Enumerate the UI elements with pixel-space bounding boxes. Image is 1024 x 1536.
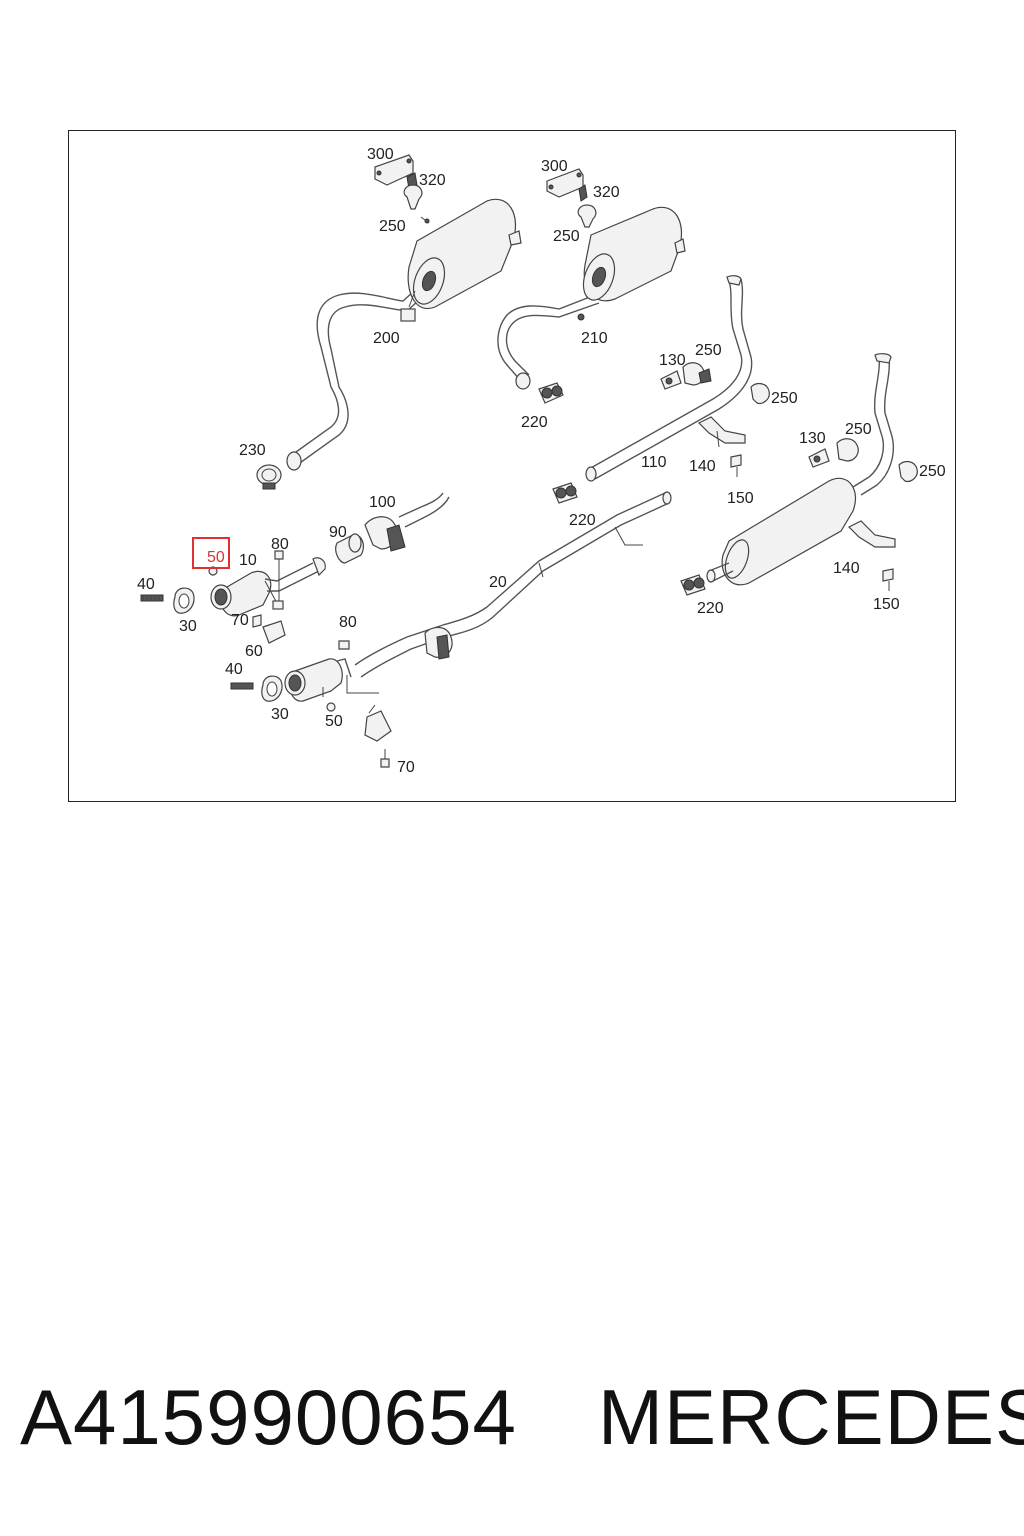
bolt-80-upper [274,550,284,601]
part-number: A4159900654 [20,1373,517,1461]
callout-10: 10 [239,552,257,569]
center-muffler-right [706,353,895,586]
callout-110: 110 [641,454,667,471]
callout-150-upper: 150 [727,490,754,507]
callout-80-upper: 80 [271,536,289,553]
callout-40-lower: 40 [225,661,243,678]
pipe-clamp-220-top [538,382,564,404]
callout-230: 230 [239,442,266,459]
pipe-clamp-220-lower [680,574,706,596]
stud-40-lower [230,682,254,690]
pipe-90 [335,533,365,564]
callout-40-upper: 40 [137,576,155,593]
part-caption: A4159900654 MERCEDES [20,1372,1024,1462]
pipe-clamp-230 [256,464,282,490]
callout-80-lower: 80 [339,614,357,631]
gasket-30-upper [173,587,195,614]
callout-250-lower-a: 250 [845,421,872,438]
callout-250-lower-b: 250 [919,463,946,480]
stud-40-upper [140,594,164,602]
pipe-clamp-220-mid [552,482,578,504]
callout-20: 20 [489,574,507,591]
callout-250-right: 250 [553,228,580,245]
downpipe-lower [284,640,379,702]
rear-muffler-200 [286,198,522,471]
rear-muffler-210 [497,206,686,390]
callout-70-lower: 70 [397,759,415,776]
callout-220-mid: 220 [569,512,596,529]
hanger-130-250-lower [808,438,918,482]
callout-50-lower: 50 [325,713,343,730]
callout-30-lower: 30 [271,706,289,723]
exhaust-diagram-frame: 300 320 250 200 230 300 320 250 210 220 … [68,130,956,802]
callout-30-upper: 30 [179,618,197,635]
callout-200: 200 [373,330,400,347]
callout-300-right: 300 [541,158,568,175]
nut-50-lower [326,702,336,712]
callout-140-upper: 140 [689,458,716,475]
exhaust-system-diagram: 300 320 250 200 230 300 320 250 210 220 … [137,146,946,776]
callout-250-upper-b: 250 [771,390,798,407]
callout-140-lower: 140 [833,560,860,577]
front-pipe-20 [354,491,672,678]
callout-50-highlighted: 50 [207,549,225,566]
catalytic-converter-10 [210,557,326,617]
callout-60: 60 [245,643,263,660]
bracket-60-70 [252,614,286,644]
callout-250-left: 250 [379,218,406,235]
callout-100: 100 [369,494,396,511]
mount-bracket-140-150-lower [847,520,896,591]
bracket-70-lower [364,704,392,768]
callout-130-upper: 130 [659,352,686,369]
callout-210: 210 [581,330,608,347]
brand-name: MERCEDES [598,1373,1024,1461]
callout-130-lower: 130 [799,430,826,447]
hanger-bracket-300-right [546,168,597,228]
callout-220-lower: 220 [697,600,724,617]
flex-pipe-100 [364,492,450,552]
gasket-30-lower [261,675,283,702]
callout-90: 90 [329,524,347,541]
callout-300-left: 300 [367,146,394,163]
callout-220-top: 220 [521,414,548,431]
callout-250-upper-a: 250 [695,342,722,359]
highlight-box [192,537,230,569]
callout-320-left: 320 [419,172,446,189]
callout-320-right: 320 [593,184,620,201]
mount-bracket-140-150-upper [697,416,746,477]
hanger-bracket-300-left [374,154,430,224]
hanger-130-250-upper [660,362,770,404]
callout-150-lower: 150 [873,596,900,613]
callout-70-upper: 70 [231,612,249,629]
